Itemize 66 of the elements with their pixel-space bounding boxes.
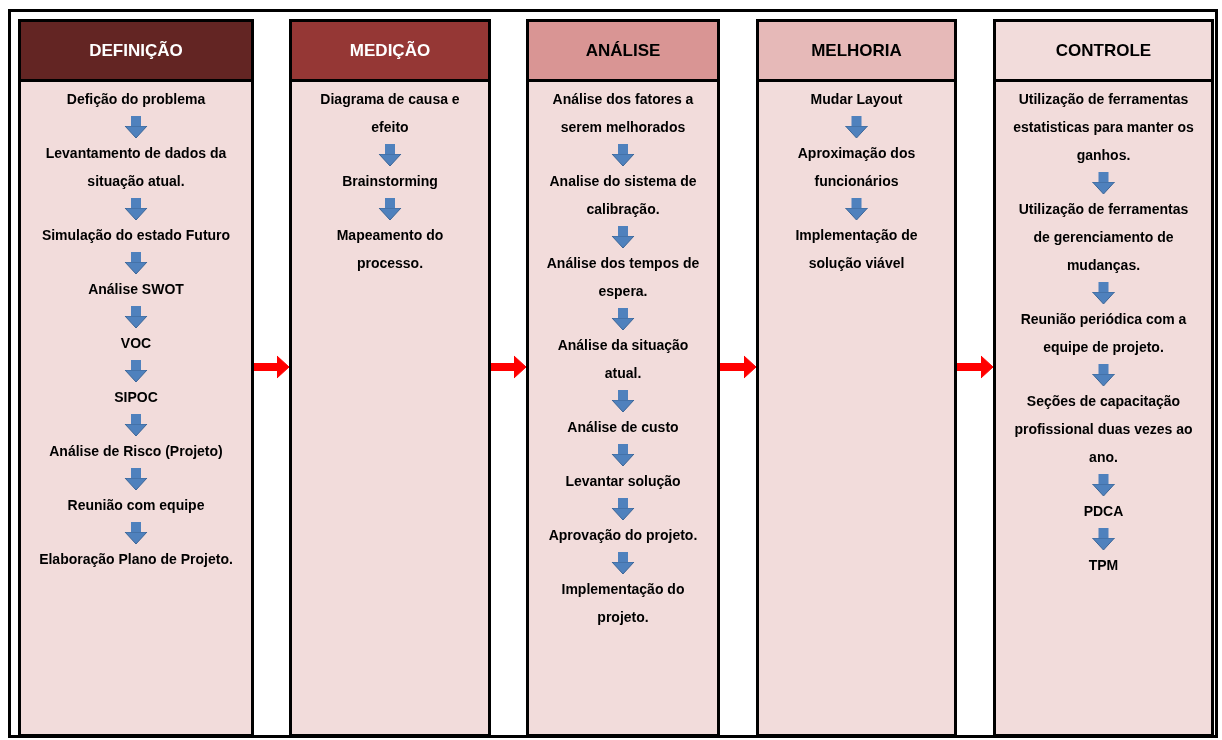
step-text: Análise da situação atual. <box>538 331 708 387</box>
phase-header: MELHORIA <box>759 22 954 82</box>
step-text: Análise de custo <box>567 413 679 441</box>
arrow <box>845 198 868 221</box>
arrow <box>1092 528 1115 551</box>
step-text: SIPOC <box>114 383 158 411</box>
arrow <box>124 414 148 437</box>
arrow <box>124 522 148 545</box>
arrow <box>611 308 635 331</box>
step-text: Implementação de solução viável <box>769 221 944 277</box>
arrow <box>124 198 148 221</box>
step-text: Mapeamento do processo. <box>305 221 475 277</box>
arrow <box>1092 172 1115 195</box>
step-text: Análise SWOT <box>88 275 184 303</box>
arrow <box>1092 282 1115 305</box>
step-text: Simulação do estado Futuro <box>41 221 231 249</box>
step-text: Reunião com equipe <box>67 491 205 519</box>
step-text: Elaboração Plano de Projeto. <box>39 545 233 573</box>
step-text: Diagrama de causa e efeito <box>305 85 475 141</box>
arrow <box>1092 364 1115 387</box>
arrow <box>611 498 635 521</box>
phase-column <box>289 19 491 737</box>
step-text: Implementação do projeto. <box>538 575 708 631</box>
step-text: Levantar solução <box>565 467 681 495</box>
step-text: Analise do sistema de calibração. <box>538 167 708 223</box>
arrow <box>124 252 148 275</box>
step-text: PDCA <box>1083 497 1124 525</box>
arrow <box>720 355 757 379</box>
step-text: Análise dos tempos de espera. <box>538 249 708 305</box>
phase-column <box>993 19 1214 737</box>
arrow <box>124 116 148 139</box>
step-text: Defição do problema <box>66 85 206 113</box>
arrow <box>611 144 635 167</box>
phase-column <box>526 19 720 737</box>
phase-header: DEFINIÇÃO <box>21 22 251 82</box>
phase-column <box>756 19 957 737</box>
step-text: Mudar Layout <box>810 85 903 113</box>
arrow <box>124 360 148 383</box>
step-text: TPM <box>1088 551 1119 579</box>
step-text: Aproximação dos funcionários <box>769 139 944 195</box>
step-text: Análise dos fatores a serem melhorados <box>538 85 708 141</box>
arrow <box>124 306 148 329</box>
phase-header: MEDIÇÃO <box>292 22 488 82</box>
arrow <box>378 144 402 167</box>
arrow <box>124 468 148 491</box>
step-text: Brainstorming <box>342 167 438 195</box>
arrow <box>254 355 290 379</box>
phase-header: ANÁLISE <box>529 22 717 82</box>
arrow <box>845 116 868 139</box>
arrow <box>611 444 635 467</box>
step-text: Seções de capacitação profissional duas vezes ao ano. <box>1011 387 1196 471</box>
phase-column <box>18 19 254 737</box>
step-text: Utilização de ferramentas estatisticas para manter os ganhos. <box>1011 85 1196 169</box>
arrow <box>491 355 527 379</box>
step-text: Aprovação do projeto. <box>548 521 698 549</box>
step-text: Reunião periódica com a equipe de projeto. <box>1011 305 1196 361</box>
step-text: VOC <box>120 329 152 357</box>
arrow <box>1092 474 1115 497</box>
step-text: Análise de Risco (Projeto) <box>49 437 223 465</box>
step-text: Utilização de ferramentas de gerenciamento de mudanças. <box>1011 195 1196 279</box>
arrow <box>378 198 402 221</box>
arrow <box>611 390 635 413</box>
arrow <box>611 226 635 249</box>
arrow <box>957 355 994 379</box>
arrow <box>611 552 635 575</box>
step-text: Levantamento de dados da situação atual. <box>26 139 246 195</box>
